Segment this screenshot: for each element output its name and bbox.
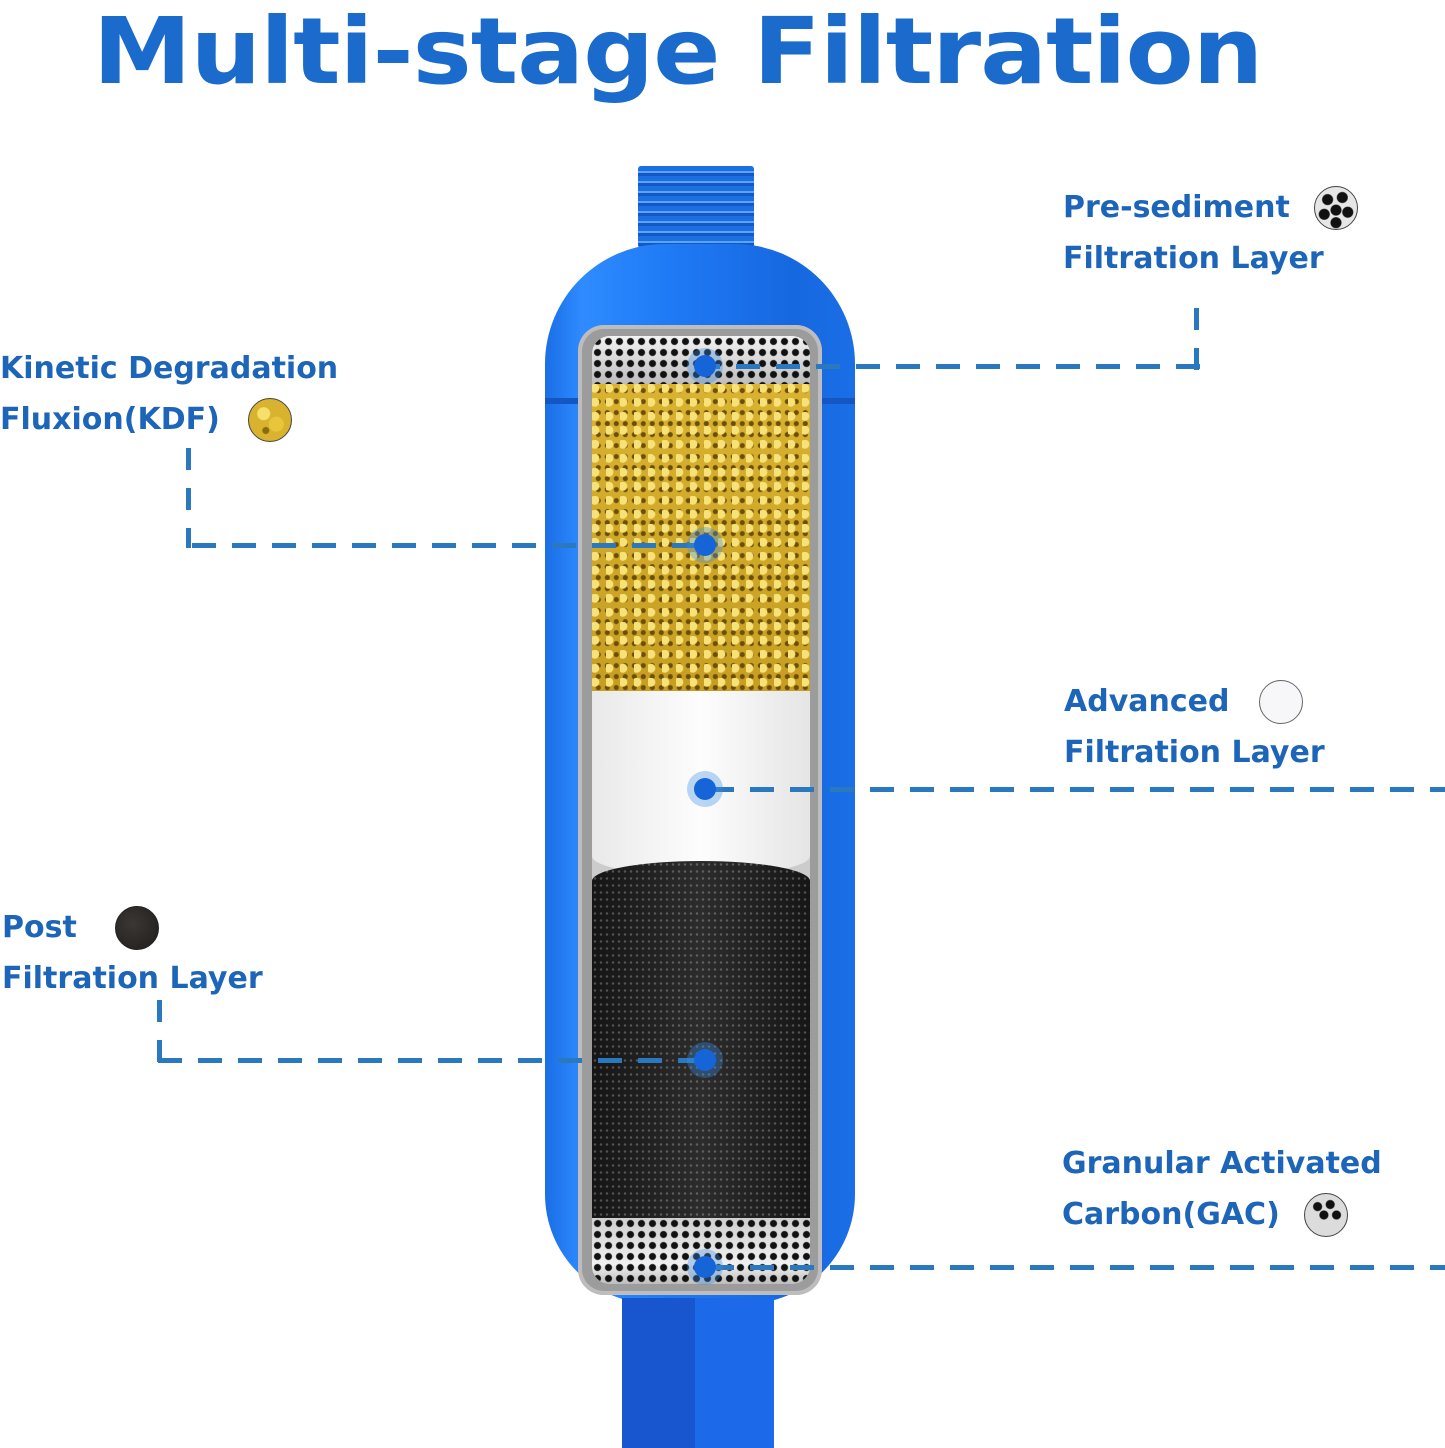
label-line-2: Carbon(GAC): [1062, 1197, 1280, 1232]
connector-post: [158, 1058, 706, 1063]
connector-pre-sediment: [708, 364, 1200, 369]
gac-mesh-icon: [1303, 1192, 1348, 1237]
connector-gac: [710, 1265, 1445, 1270]
label-line-2: Filtration Layer: [2, 961, 263, 996]
connector-pre-sediment-vertical: [1194, 308, 1199, 370]
threaded-inlet: [638, 166, 754, 248]
label-post: Post Filtration Layer: [2, 902, 263, 1004]
filter-cartridge: [592, 336, 810, 1284]
label-kdf: Kinetic Degradation Fluxion(KDF): [0, 343, 338, 445]
label-line-1: Pre-sediment: [1063, 190, 1290, 225]
marker-dot-post: [694, 1049, 716, 1071]
marker-dot-gac: [694, 1256, 716, 1278]
label-line-1: Kinetic Degradation: [0, 351, 339, 386]
label-gac: Granular Activated Carbon(GAC): [1062, 1138, 1382, 1240]
white-cotton-icon: [1259, 679, 1304, 724]
label-line-2: Filtration Layer: [1064, 735, 1325, 770]
label-line-1: Advanced: [1064, 684, 1230, 719]
label-line-1: Post: [2, 910, 77, 945]
connector-kdf-vertical: [186, 448, 191, 548]
label-line-2: Fluxion(KDF): [0, 402, 220, 437]
layer-post: [592, 861, 810, 1231]
connector-advanced: [710, 787, 1445, 792]
marker-dot-advanced: [694, 778, 716, 800]
black-carbon-block-icon: [114, 905, 159, 950]
label-line-2: Filtration Layer: [1063, 241, 1324, 276]
kdf-granules-icon: [247, 397, 292, 442]
connector-kdf: [192, 543, 706, 548]
label-advanced: Advanced Filtration Layer: [1064, 676, 1325, 778]
outlet-stem: [622, 1298, 774, 1448]
marker-dot-pre-sediment: [694, 355, 716, 377]
marker-dot-kdf: [694, 534, 716, 556]
page-title: Multi-stage Filtration: [92, 0, 1264, 105]
label-line-1: Granular Activated: [1062, 1146, 1382, 1181]
perforated-mesh-icon: [1313, 185, 1358, 230]
connector-post-vertical: [157, 1000, 162, 1062]
label-pre-sediment: Pre-sediment Filtration Layer: [1063, 182, 1358, 284]
